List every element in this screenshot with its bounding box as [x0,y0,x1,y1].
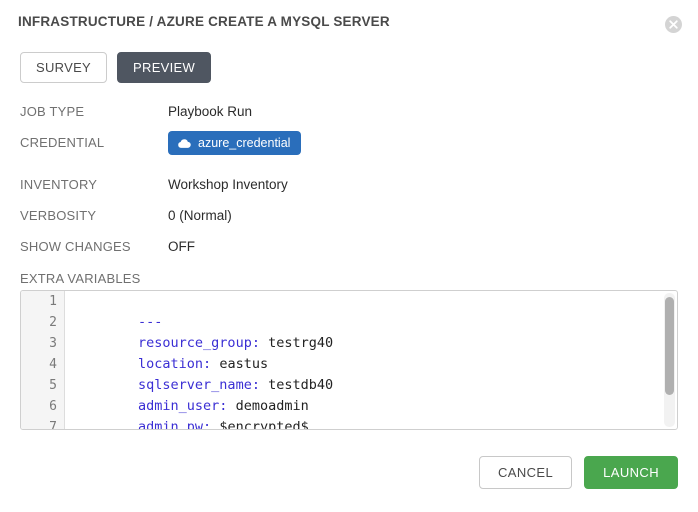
dialog-footer: CANCEL LAUNCH [0,452,698,512]
credential-badge-label: azure_credential [198,136,291,150]
line-number: 2 [49,315,57,330]
yaml-key: location: [138,356,212,372]
code-line: admin_user: demoadmin [73,375,677,414]
line-number: 7 [49,420,57,430]
yaml-value: testdb40 [259,377,334,393]
line-number: 4 [49,357,57,372]
launch-button[interactable]: LAUNCH [584,456,678,489]
detail-row-inventory: INVENTORY Workshop Inventory [20,177,660,208]
yaml-value: demoadmin [227,398,309,414]
code-line: location: eastus [73,333,677,372]
editor-scrollbar[interactable] [664,293,675,427]
yaml-key: sqlserver_name: [138,377,260,393]
detail-label: INVENTORY [20,177,98,192]
footer-buttons: CANCEL LAUNCH [479,456,678,489]
yaml-value: testrg40 [259,335,334,351]
yaml-key: admin_user: [138,398,228,414]
detail-row-verbosity: VERBOSITY 0 (Normal) [20,208,660,239]
detail-value-inventory: Workshop Inventory [168,177,288,192]
yaml-value: $encrypted$ [211,419,309,430]
extra-variables-editor[interactable]: 1 2 3 4 5 6 7 --- resource_group: testrg… [20,290,678,430]
tab-survey[interactable]: SURVEY [20,52,108,83]
line-number: 1 [49,294,57,309]
extra-variables-label: EXTRA VARIABLES [20,271,141,286]
yaml-key: admin_pw: [138,419,212,430]
detail-label: VERBOSITY [20,208,97,223]
detail-row-show-changes: SHOW CHANGES OFF [20,239,660,270]
code-line: resource_group: testrg40 [73,312,677,351]
close-icon-glyph [669,20,678,29]
close-icon[interactable] [665,16,682,33]
tab-preview[interactable]: PREVIEW [117,52,212,83]
job-details: JOB TYPE Playbook Run CREDENTIAL azure_c… [20,104,660,270]
yaml-value: eastus [211,356,269,372]
detail-row-credential: CREDENTIAL azure_credential [20,131,660,177]
code-line: --- [73,291,677,330]
line-number: 3 [49,336,57,351]
yaml-key: resource_group: [138,335,260,351]
detail-value-job-type: Playbook Run [168,104,253,119]
dialog-tabs: SURVEY PREVIEW [20,52,212,83]
detail-row-job-type: JOB TYPE Playbook Run [20,104,660,135]
editor-scrollbar-thumb[interactable] [665,297,674,395]
detail-label: SHOW CHANGES [20,239,131,254]
detail-value-verbosity: 0 (Normal) [168,208,232,223]
line-number: 6 [49,399,57,414]
detail-value-show-changes: OFF [168,239,195,254]
yaml-marker: --- [138,314,163,330]
detail-label: JOB TYPE [20,104,85,119]
page-title: INFRASTRUCTURE / AZURE CREATE A MYSQL SE… [18,14,390,29]
cancel-button[interactable]: CANCEL [479,456,573,489]
code-line: sqlserver_name: testdb40 [73,354,677,393]
editor-gutter: 1 2 3 4 5 6 7 [21,291,65,429]
code-line: admin_pw: $encrypted$ [73,396,677,429]
line-number: 5 [49,378,57,393]
cloud-icon [178,138,191,148]
dialog-header: INFRASTRUCTURE / AZURE CREATE A MYSQL SE… [0,0,698,44]
editor-code-area[interactable]: --- resource_group: testrg40 location: e… [66,291,677,429]
credential-badge[interactable]: azure_credential [168,131,302,155]
detail-label: CREDENTIAL [20,135,105,150]
